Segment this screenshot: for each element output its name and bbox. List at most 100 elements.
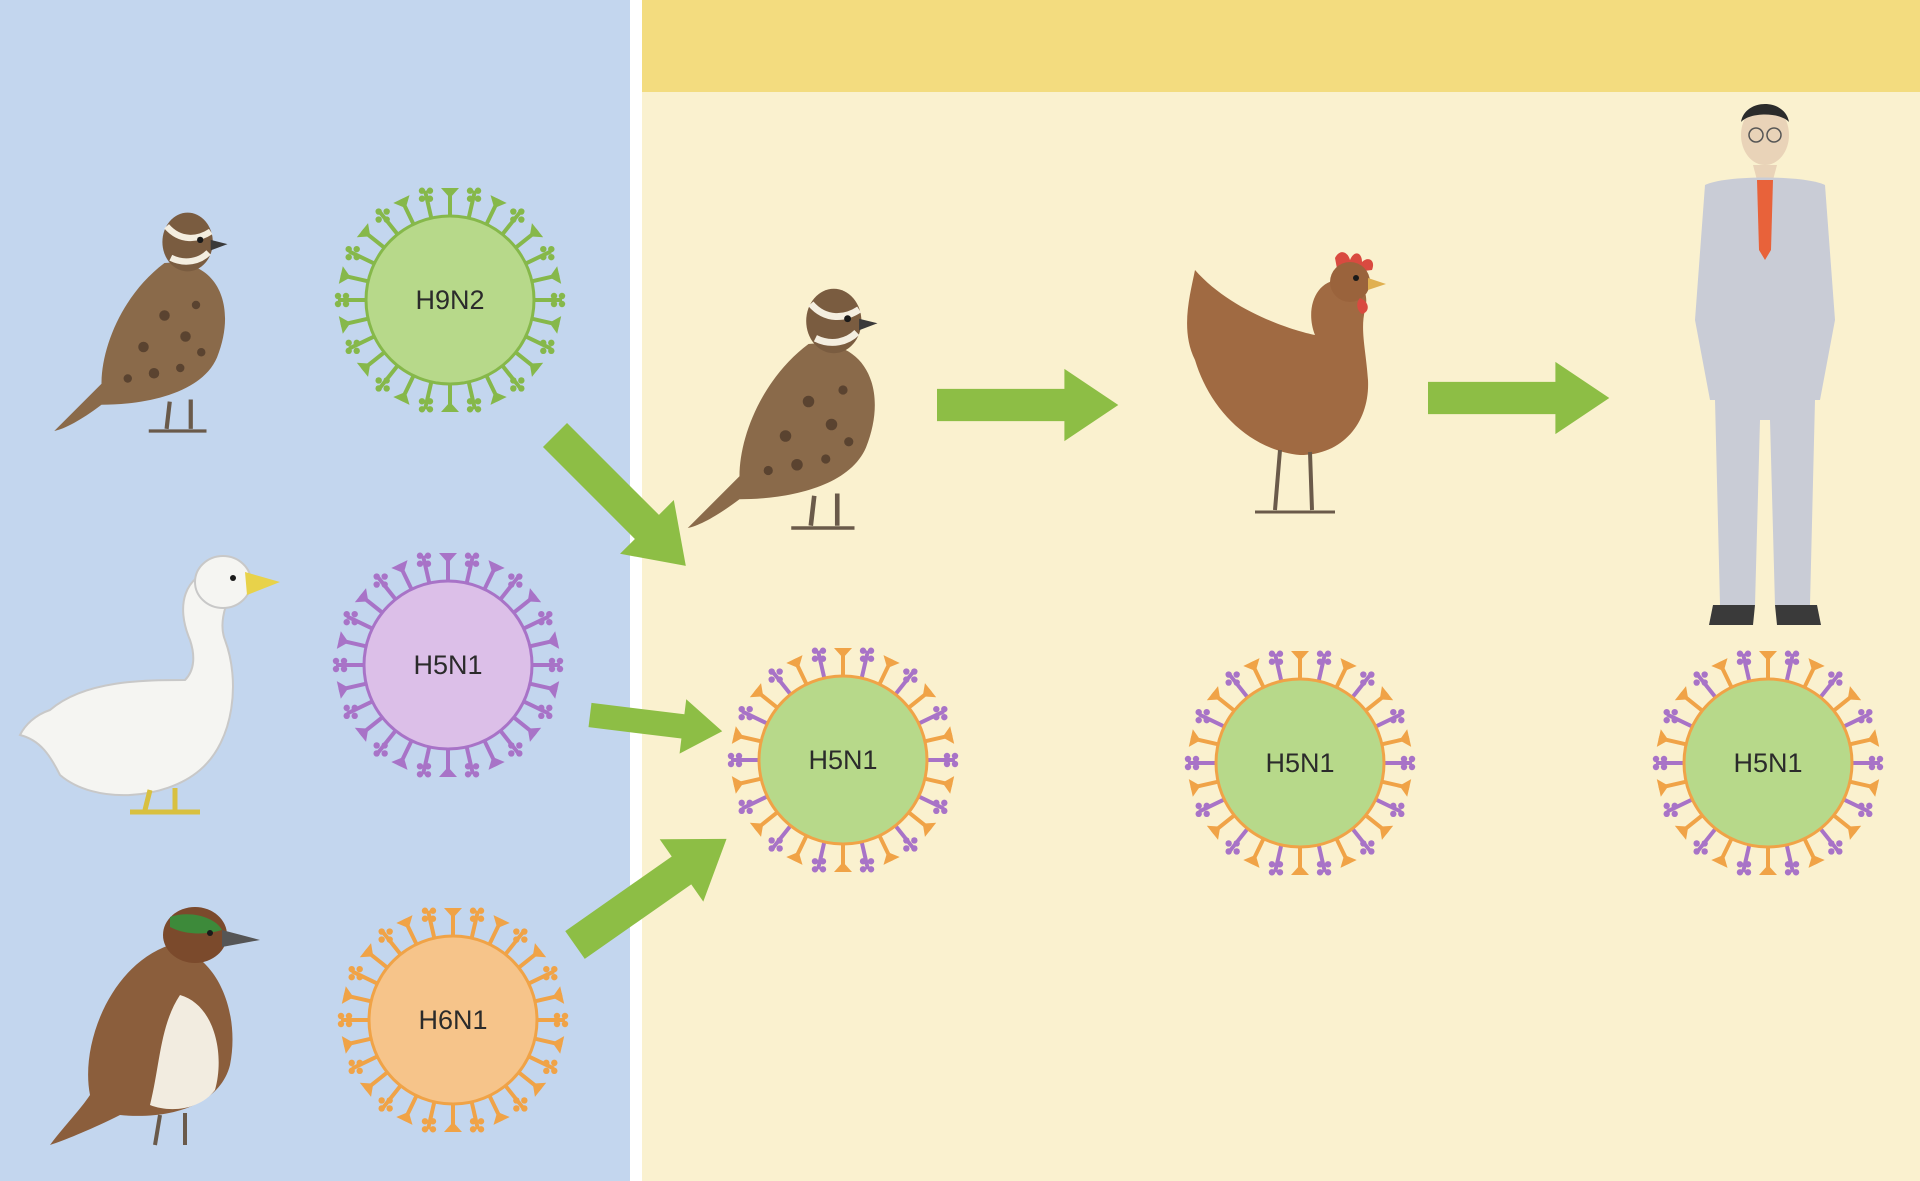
neuraminidase-spike: [510, 377, 516, 383]
neuraminidase-spike: [1693, 679, 1699, 685]
neuraminidase-spike: [941, 706, 947, 712]
neuraminidase-spike: [427, 196, 433, 202]
neuraminidase-spike: [1398, 709, 1404, 715]
neuraminidase-spike: [820, 656, 826, 662]
neuraminidase-spike: [1225, 840, 1231, 846]
neuraminidase-spike: [812, 656, 818, 662]
neuraminidase-spike: [546, 713, 552, 719]
neuraminidase-spike: [1701, 840, 1707, 846]
neuraminidase-spike: [513, 1105, 519, 1111]
neuraminidase-spike: [1225, 848, 1231, 854]
neuraminidase-spike: [933, 714, 939, 720]
neuraminidase-spike: [736, 753, 742, 759]
neuraminidase-spike: [1745, 651, 1751, 657]
neuraminidase-spike: [1661, 764, 1667, 770]
neuraminidase-spike: [386, 936, 392, 942]
neuraminidase-spike: [551, 1068, 557, 1074]
neuraminidase-spike: [554, 1013, 560, 1019]
neuraminidase-spike: [521, 936, 527, 942]
neuraminidase-spike: [548, 246, 554, 252]
neuraminidase-spike: [518, 216, 524, 222]
neuraminidase-spike: [1368, 671, 1374, 677]
neuraminidase-spike: [508, 742, 514, 748]
neuraminidase-spike: [383, 385, 389, 391]
neuraminidase-spike: [546, 611, 552, 617]
neuraminidase-spike: [465, 553, 471, 559]
neuraminidase-spike: [941, 714, 947, 720]
neuraminidase-spike: [427, 406, 433, 412]
neuraminidase-spike: [1368, 840, 1374, 846]
neuraminidase-spike: [941, 808, 947, 814]
neuraminidase-spike: [903, 837, 909, 843]
neuraminidase-spike: [383, 216, 389, 222]
neuraminidase-spike: [538, 619, 544, 625]
neuraminidase-spike: [1828, 840, 1834, 846]
neuraminidase-spike: [338, 1013, 344, 1019]
neuraminidase-spike: [738, 808, 744, 814]
neuraminidase-spike: [860, 866, 866, 872]
neuraminidase-spike: [540, 254, 546, 260]
neuraminidase-spike: [425, 763, 431, 769]
neuraminidase-spike: [1277, 659, 1283, 665]
neuraminidase-spike: [1390, 811, 1396, 817]
neuraminidase-spike: [738, 800, 744, 806]
neuraminidase-spike: [548, 340, 554, 346]
neuraminidase-spike: [1745, 869, 1751, 875]
neuraminidase-spike: [510, 208, 516, 214]
neuraminidase-spike: [1203, 709, 1209, 715]
neuraminidase-spike: [333, 666, 339, 672]
neuraminidase-spike: [738, 714, 744, 720]
neuraminidase-spike: [1793, 861, 1799, 867]
neuraminidase-spike: [470, 916, 476, 922]
neuraminidase-spike: [378, 928, 384, 934]
neuraminidase-spike: [518, 208, 524, 214]
neuraminidase-spike: [430, 916, 436, 922]
neuraminidase-spike: [1360, 679, 1366, 685]
neuraminidase-spike: [1325, 651, 1331, 657]
neuraminidase-spike: [467, 188, 473, 194]
neuraminidase-spike: [1269, 659, 1275, 665]
neuraminidase-spike: [353, 246, 359, 252]
neuraminidase-spike: [540, 340, 546, 346]
neuraminidase-spike: [335, 301, 341, 307]
h5n1-source-label: H5N1: [413, 650, 482, 680]
h9n2-label: H9N2: [415, 285, 484, 315]
neuraminidase-spike: [351, 619, 357, 625]
neuraminidase-spike: [518, 385, 524, 391]
neuraminidase-spike: [521, 1097, 527, 1103]
neuraminidase-spike: [521, 1105, 527, 1111]
neuraminidase-spike: [386, 928, 392, 934]
neuraminidase-spike: [386, 1097, 392, 1103]
neuraminidase-spike: [373, 742, 379, 748]
neuraminidase-spike: [478, 916, 484, 922]
neuraminidase-spike: [353, 348, 359, 354]
neuraminidase-spike: [551, 293, 557, 299]
neuraminidase-spike: [812, 866, 818, 872]
neuraminidase-spike: [508, 750, 514, 756]
neuraminidase-spike: [1233, 671, 1239, 677]
neuraminidase-spike: [1663, 811, 1669, 817]
neuraminidase-spike: [516, 573, 522, 579]
neuraminidase-spike: [335, 293, 341, 299]
neuraminidase-spike: [1793, 869, 1799, 875]
neuraminidase-spike: [375, 216, 381, 222]
neuraminidase-spike: [562, 1013, 568, 1019]
neuraminidase-spike: [546, 705, 552, 711]
neuraminidase-spike: [1325, 861, 1331, 867]
neuraminidase-spike: [378, 936, 384, 942]
neuraminidase-spike: [478, 908, 484, 914]
neuraminidase-spike: [1701, 671, 1707, 677]
neuraminidase-spike: [559, 301, 565, 307]
neuraminidase-spike: [343, 619, 349, 625]
neuraminidase-spike: [425, 553, 431, 559]
neuraminidase-spike: [1277, 869, 1283, 875]
neuraminidase-spike: [549, 658, 555, 664]
neuraminidase-spike: [465, 561, 471, 567]
neuraminidase-spike: [470, 1118, 476, 1124]
neuraminidase-spike: [345, 348, 351, 354]
neuraminidase-spike: [1390, 803, 1396, 809]
neuraminidase-spike: [554, 1021, 560, 1027]
neuraminidase-spike: [430, 1118, 436, 1124]
neuraminidase-spike: [473, 763, 479, 769]
neuraminidase-spike: [475, 188, 481, 194]
